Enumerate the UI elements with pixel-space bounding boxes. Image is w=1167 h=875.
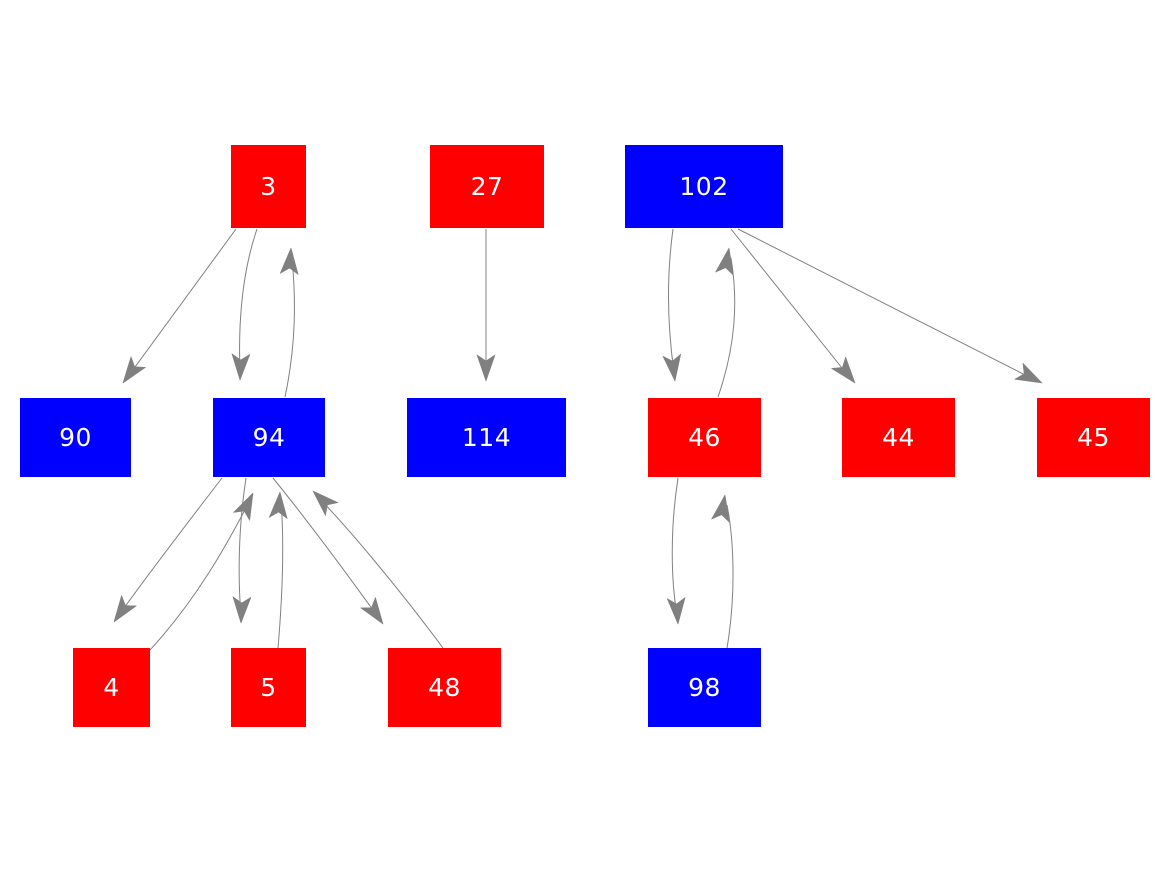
edge-94-to-5 [238, 477, 247, 616]
graph-node-label: 44 [882, 423, 915, 452]
arrowhead-94-to-3 [279, 247, 299, 275]
graph-node-48[interactable]: 48 [388, 648, 501, 727]
edge-102-to-45 [737, 228, 1036, 381]
edge-48-to-94 [318, 497, 444, 649]
arrowhead-94-to-5 [232, 596, 252, 624]
edge-46-to-98 [671, 477, 679, 616]
edge-3-to-94 [239, 228, 258, 373]
arrowhead-27-to-114 [476, 354, 496, 382]
arrowhead-3-to-90 [122, 356, 146, 384]
edge-98-to-46 [726, 504, 734, 649]
graph-node-102[interactable]: 102 [625, 145, 783, 228]
graph-node-4[interactable]: 4 [73, 648, 150, 727]
graph-node-27[interactable]: 27 [430, 145, 544, 228]
edge-102-to-46 [668, 228, 675, 373]
arrowhead-102-to-44 [831, 356, 856, 384]
edge-46-to-102 [717, 257, 736, 398]
graph-node-46[interactable]: 46 [648, 398, 761, 477]
graph-node-94[interactable]: 94 [213, 398, 325, 477]
arrowhead-46-to-98 [666, 597, 686, 625]
arrowhead-3-to-94 [231, 353, 251, 381]
graph-node-label: 45 [1077, 423, 1110, 452]
graph-node-label: 94 [252, 423, 286, 452]
edge-3-to-90 [126, 228, 237, 379]
graph-node-label: 90 [59, 423, 92, 452]
arrowhead-94-to-48 [360, 597, 384, 625]
arrowhead-48-to-94 [312, 490, 339, 516]
graph-node-98[interactable]: 98 [648, 648, 761, 727]
graph-node-3[interactable]: 3 [231, 145, 306, 228]
graph-node-44[interactable]: 44 [842, 398, 955, 477]
edge-5-to-94 [277, 499, 284, 649]
arrowhead-46-to-102 [715, 247, 734, 276]
arrowhead-94-to-4 [113, 595, 137, 623]
graph-node-label: 3 [260, 172, 277, 201]
graph-node-45[interactable]: 45 [1037, 398, 1150, 477]
graph-node-label: 114 [461, 423, 512, 452]
arrowhead-98-to-46 [711, 494, 730, 523]
edge-94-to-3 [284, 257, 295, 398]
arrowhead-4-to-94 [233, 492, 254, 521]
arrowhead-5-to-94 [268, 491, 288, 519]
edge-94-to-4 [118, 477, 223, 616]
graph-node-label: 48 [428, 673, 461, 702]
graph-node-label: 4 [103, 673, 120, 702]
graph-node-label: 46 [688, 423, 721, 452]
graph-node-114[interactable]: 114 [407, 398, 566, 477]
arrowhead-102-to-46 [662, 353, 682, 382]
arrowhead-102-to-45 [1014, 362, 1043, 384]
edge-102-to-44 [730, 228, 851, 379]
graph-node-label: 27 [470, 172, 504, 201]
graph-node-label: 5 [260, 673, 277, 702]
graph-node-label: 102 [679, 172, 729, 201]
graph-node-90[interactable]: 90 [20, 398, 131, 477]
edge-94-to-48 [272, 477, 379, 618]
graph-node-5[interactable]: 5 [231, 648, 306, 727]
edge-4-to-94 [149, 499, 251, 651]
graph-node-label: 98 [688, 673, 721, 702]
